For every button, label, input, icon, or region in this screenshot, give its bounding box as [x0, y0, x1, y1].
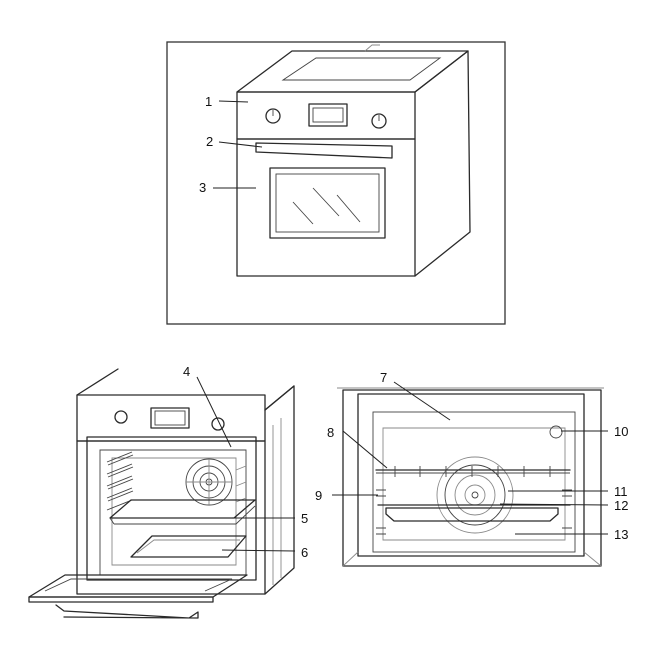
oven-right-side: [414, 50, 471, 277]
oven-cavity-front-view: 7 8 9 10 11 12 13: [315, 370, 628, 567]
side-rack-left: [106, 451, 134, 511]
leader-2: [218, 141, 263, 148]
glass-reflection-3: [336, 194, 361, 223]
callout-2: 2: [206, 134, 213, 149]
callout-7: 7: [380, 370, 387, 385]
callout-5: 5: [301, 511, 308, 526]
baking-tray: [109, 499, 256, 519]
door-window-inner: [275, 173, 380, 233]
right-knob: [371, 113, 387, 129]
callout-1: 1: [205, 94, 212, 109]
callout-10: 10: [614, 424, 628, 439]
cavity-frame: [357, 393, 585, 557]
control-panel-open: [76, 394, 266, 442]
callout-12: 12: [614, 498, 628, 513]
open-oven-view: 4 5 6: [28, 364, 308, 619]
callout-4: 4: [183, 364, 190, 379]
callout-3: 3: [199, 180, 206, 195]
display-screen: [312, 107, 344, 123]
baking-tray-lip: [114, 505, 256, 525]
leader-6: [221, 549, 296, 552]
closed-oven-panel: 1 2 3: [166, 41, 506, 325]
cavity-floor-edges: [342, 551, 602, 567]
cavity-back-wall: [111, 457, 237, 566]
callout-11: 11: [614, 484, 628, 499]
leader-7: [393, 381, 451, 421]
callout-13: 13: [614, 527, 628, 542]
side-rails-right: [562, 489, 572, 535]
cavity-back: [382, 427, 566, 541]
glass-reflection-1: [292, 201, 314, 225]
door-handle: [255, 142, 393, 159]
side-rack-right: [235, 465, 247, 503]
oven-door: [236, 138, 416, 277]
bottom-tray-inner: [136, 539, 240, 554]
baking-tray-edge: [109, 517, 115, 525]
cavity-outline: [99, 449, 247, 576]
open-door-handle: [55, 604, 199, 619]
wire-shelf-bars: [394, 466, 551, 477]
side-panel-lines: [272, 418, 282, 585]
open-door-edge: [28, 596, 214, 603]
oven-top-surface: [236, 50, 469, 93]
glass-reflection-2: [312, 187, 340, 217]
display-open-screen: [154, 410, 186, 426]
bottom-tray: [130, 535, 247, 558]
convection-fan: [185, 458, 233, 506]
housing-outer: [342, 389, 602, 567]
side-rails-left: [376, 489, 386, 535]
oven-top-recess: [281, 57, 442, 81]
top-notch: [364, 44, 380, 52]
display-window: [308, 103, 348, 127]
deep-tray: [385, 507, 559, 522]
callout-8: 8: [327, 425, 334, 440]
leader-8: [342, 430, 388, 469]
left-knob: [265, 108, 281, 124]
door-window-outer: [269, 167, 386, 239]
open-door-glass: [44, 578, 233, 592]
knob-open-right: [211, 417, 225, 431]
oven-side-open: [264, 385, 295, 595]
cavity-interior: [372, 411, 576, 553]
callout-6: 6: [301, 545, 308, 560]
display-open: [150, 407, 190, 429]
oven-top-edge-left: [76, 368, 119, 396]
leader-4: [196, 376, 232, 448]
cavity-opening: [86, 436, 257, 581]
knob-open-left: [114, 410, 128, 424]
panel-frame: [166, 41, 506, 325]
leader-12: [499, 503, 609, 506]
leader-1: [218, 100, 249, 103]
control-panel: [236, 91, 416, 140]
callout-9: 9: [315, 488, 322, 503]
oven-lamp: [549, 425, 563, 439]
